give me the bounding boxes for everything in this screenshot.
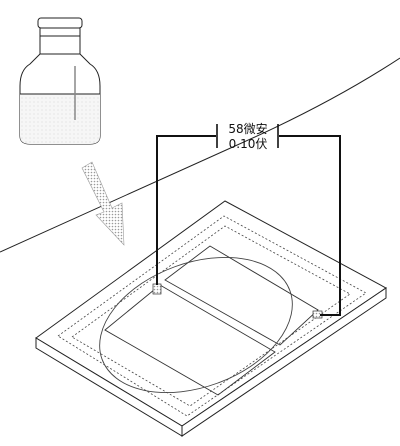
electrode-left (152, 283, 162, 295)
test-plate (35, 200, 387, 437)
plate-right-side (181, 287, 387, 437)
bottle-liquid (20, 94, 100, 144)
voltage-reading: 0.10伏 (229, 137, 268, 151)
background-line (0, 57, 400, 253)
bottle-stopper (37, 17, 83, 29)
pour-arrow (81, 161, 125, 246)
bottle-neck (39, 27, 81, 55)
plate-well-right (164, 245, 319, 346)
wire-right (279, 135, 341, 316)
plate-well-left (104, 284, 276, 396)
reagent-bottle (19, 17, 101, 145)
current-reading: 58微安 (228, 121, 267, 136)
filter-paper (99, 256, 293, 394)
wire-left (156, 135, 216, 285)
